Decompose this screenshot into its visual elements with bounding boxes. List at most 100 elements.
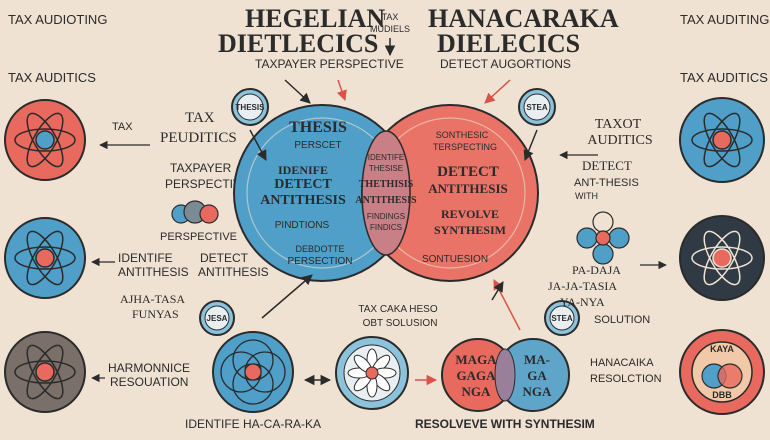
title-left-line2: DIETLECICS [218, 29, 378, 58]
corner-top-left: TAX AUDIOTING [8, 12, 107, 27]
right-solution: SOLUTION [594, 314, 650, 326]
title-right-line2: DIELECICS [437, 29, 580, 58]
bottom-resolve: RESOLVEVE WITH SYNTHESIM [415, 417, 595, 431]
atom-icon [4, 217, 86, 299]
molecule-icon [171, 200, 219, 224]
venn-left-detect-2: DETECT [274, 177, 332, 192]
jesa-badge [199, 300, 235, 336]
venn-maga-right-1: MA- [524, 352, 550, 367]
subtitle-left: TAXPAYER PERSPECTIVE [255, 57, 404, 71]
right-padaja-1: PA-DAJA [572, 263, 621, 277]
stea-badge-2-label: STEA [551, 314, 573, 323]
left-header: TAX AUDITICS [8, 70, 96, 85]
venn-left-detect-1: IDENIFE [278, 163, 328, 177]
venn-mid-5: FINDINGS [367, 212, 405, 221]
atom-icon [679, 97, 765, 183]
left-tax-peuditics-2: PEUDITICS [160, 130, 237, 146]
right-padaja-2: JA-JA-TASIA [548, 279, 617, 293]
molecule-icon [576, 211, 630, 265]
venn-mid-4: ANTITHESIS [355, 195, 417, 206]
venn-right-detect-1: DETECT [437, 164, 499, 180]
right-taxot-1: TAXOT [595, 117, 642, 132]
venn-left-pind: PINDTIONS [275, 220, 330, 231]
left-tax-peuditics-1: TAX [185, 110, 215, 126]
venn-maga-right-3: NGA [523, 384, 553, 399]
thesis-badge [231, 88, 269, 126]
venn-mid-6: FINDICS [370, 223, 402, 232]
venn-right-revolve-1: REVOLVE [441, 207, 499, 221]
venn-maga-1: MAGA [455, 352, 497, 367]
title-left-line1: HEGELIAN [245, 4, 385, 33]
flower-venn-icon [212, 331, 294, 413]
stea-badge-label: STEA [526, 103, 548, 112]
right-hanacaika-1: HANACAIKA [590, 357, 654, 369]
left-antithesis-1: ANTITHESIS [118, 265, 189, 279]
left-taxpayer-1: TAXPAYER [170, 161, 232, 175]
venn-right-bottom: SONTUESION [422, 254, 488, 265]
venn-right-revolve-2: SYNTHESIM [434, 223, 506, 237]
tax-mudels-2: MUDIELS [370, 24, 410, 34]
venn-left-bottom-1: DEBDOTTE [295, 244, 344, 254]
right-header: TAX AUDITICS [680, 70, 768, 85]
dbb-label: DBB [712, 390, 732, 400]
arrow-venn-bottom-dark [491, 281, 504, 301]
bottom-identife: IDENTIFE HA-CA-RA-KA [185, 417, 321, 431]
atom-icon [4, 99, 86, 181]
right-hanacaika-2: RESOLCTION [590, 373, 662, 385]
venn-right-detect-2: ANTITHESIS [428, 181, 507, 196]
left-ajha-1: AJHA-TASA [120, 292, 185, 306]
left-identife: IDENTIFE [118, 251, 173, 265]
thesis-badge-label: THESIS [236, 103, 266, 112]
arrow-venn-bottom-red [493, 279, 521, 331]
right-taxot-2: AUDITICS [587, 133, 652, 148]
venn-mid-2: THESISE [369, 164, 403, 173]
left-detect: DETECT [200, 251, 249, 265]
left-perspective: PERSPECTIVE [160, 231, 237, 243]
venn-left-sub: PERSCET [294, 140, 341, 151]
venn-diagram [233, 104, 539, 282]
right-detect-2: ANT-THESIS [574, 177, 639, 189]
stea-badge [518, 88, 556, 126]
tax-hesq-1: TAX CAKA HESO [358, 304, 438, 315]
arrow-title-right [484, 79, 511, 104]
arrow-thesis-badge [249, 129, 267, 161]
arrow-jesa-venn [261, 274, 313, 319]
corner-top-right: TAX AUDITING [680, 12, 769, 27]
left-harmonnice-1: HARMONNICE [108, 361, 190, 375]
left-taxpayer-2: PERSPECTIVE [165, 177, 249, 191]
venn-left-detect-3: ANTITHESIS [260, 193, 346, 208]
kaya-badge [679, 329, 765, 415]
venn-maga-3: NGA [462, 384, 492, 399]
venn-mid-1: IDENTIFE [368, 153, 404, 162]
jesa-badge-label: JESA [207, 314, 228, 323]
left-harmonnice-2: RESOUATION [110, 375, 188, 389]
left-ajha-2: FUNYAS [132, 307, 179, 321]
kaya-label: KAYA [710, 344, 734, 354]
atom-icon [679, 215, 765, 301]
flower-icon [335, 336, 409, 410]
venn-maga-2: GAGA [457, 368, 497, 383]
venn-left-bottom-2: PERSECTION [287, 256, 352, 267]
atom-icon [4, 331, 86, 413]
subtitle-right: DETECT AUGORTIONS [440, 57, 571, 71]
venn-maga-right-2: GA [527, 368, 547, 383]
arrow-title-left-red [336, 79, 347, 101]
right-detect-1: DETECT [582, 158, 632, 173]
right-padaja-3: YA-NYA [560, 295, 605, 309]
title-right-line1: HANACARAKA [428, 4, 619, 33]
tax-mudels-1: TAX [382, 12, 399, 22]
left-tax: TAX [112, 121, 133, 133]
stea-badge-2 [544, 300, 580, 336]
venn-mid-3: THETHISIS [359, 179, 414, 190]
venn-right-top-2: TERSPECTING [433, 142, 497, 152]
arrow-title-left [284, 79, 311, 104]
maga-venn [441, 338, 570, 412]
right-detect-3: WITH [575, 191, 598, 201]
venn-left-title: THESIS [289, 119, 347, 136]
arrow-stea-badge [523, 129, 538, 161]
venn-right-top-1: SONTHESIC [436, 130, 489, 140]
tax-hesq-2: OBT SOLUSION [363, 318, 438, 329]
left-antithesis-2: ANTITHESIS [198, 265, 269, 279]
